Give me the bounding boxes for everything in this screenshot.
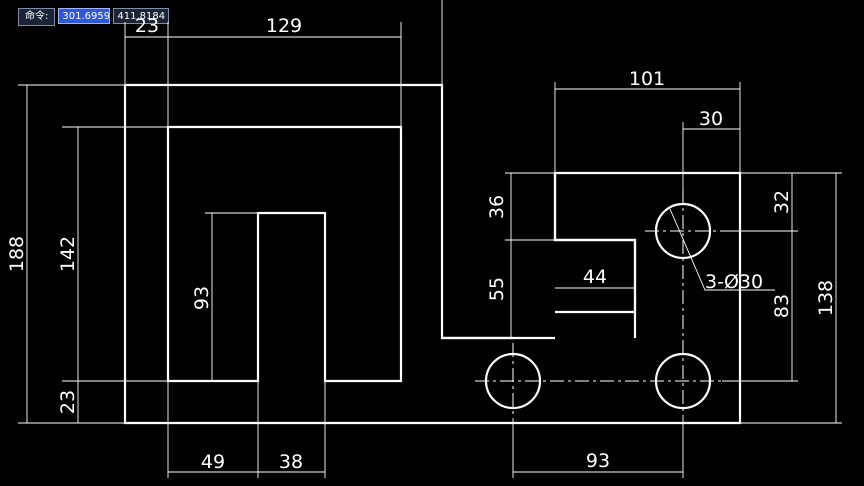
right-slot-outline xyxy=(553,173,637,338)
coordinate-x-input[interactable]: 301.6959 xyxy=(58,8,111,24)
dim-text-55: 55 xyxy=(486,277,508,301)
dim-text-188: 188 xyxy=(6,236,28,272)
dim-text-44: 44 xyxy=(583,266,607,288)
dim-text-32: 32 xyxy=(771,190,793,214)
dim-text-23-left: 23 xyxy=(57,390,79,414)
dim-text-142: 142 xyxy=(57,236,79,272)
dim-text-138: 138 xyxy=(815,280,837,316)
dim-text-23-top: 23 xyxy=(135,15,159,37)
hole-leader-line xyxy=(669,208,775,291)
dim-text-38: 38 xyxy=(279,451,303,473)
dim-text-hole-callout: 3-Ø30 xyxy=(705,271,763,293)
dim-text-101: 101 xyxy=(629,68,665,90)
command-prompt-label: 命令: xyxy=(18,8,56,26)
dim-text-129: 129 xyxy=(266,15,302,37)
dim-text-49: 49 xyxy=(201,451,225,473)
dim-text-83: 83 xyxy=(771,294,793,318)
inner-pocket-outline xyxy=(166,125,403,383)
coordinate-y-input[interactable]: 411.8184 xyxy=(113,8,170,24)
dim-text-30: 30 xyxy=(699,108,723,130)
main-outline xyxy=(123,83,742,425)
dim-text-93-inner: 93 xyxy=(191,286,213,310)
dim-text-93-bottom: 93 xyxy=(586,450,610,472)
command-line-bar: 命令: 301.6959 411.8184 xyxy=(18,8,170,26)
dim-text-36: 36 xyxy=(486,195,508,219)
